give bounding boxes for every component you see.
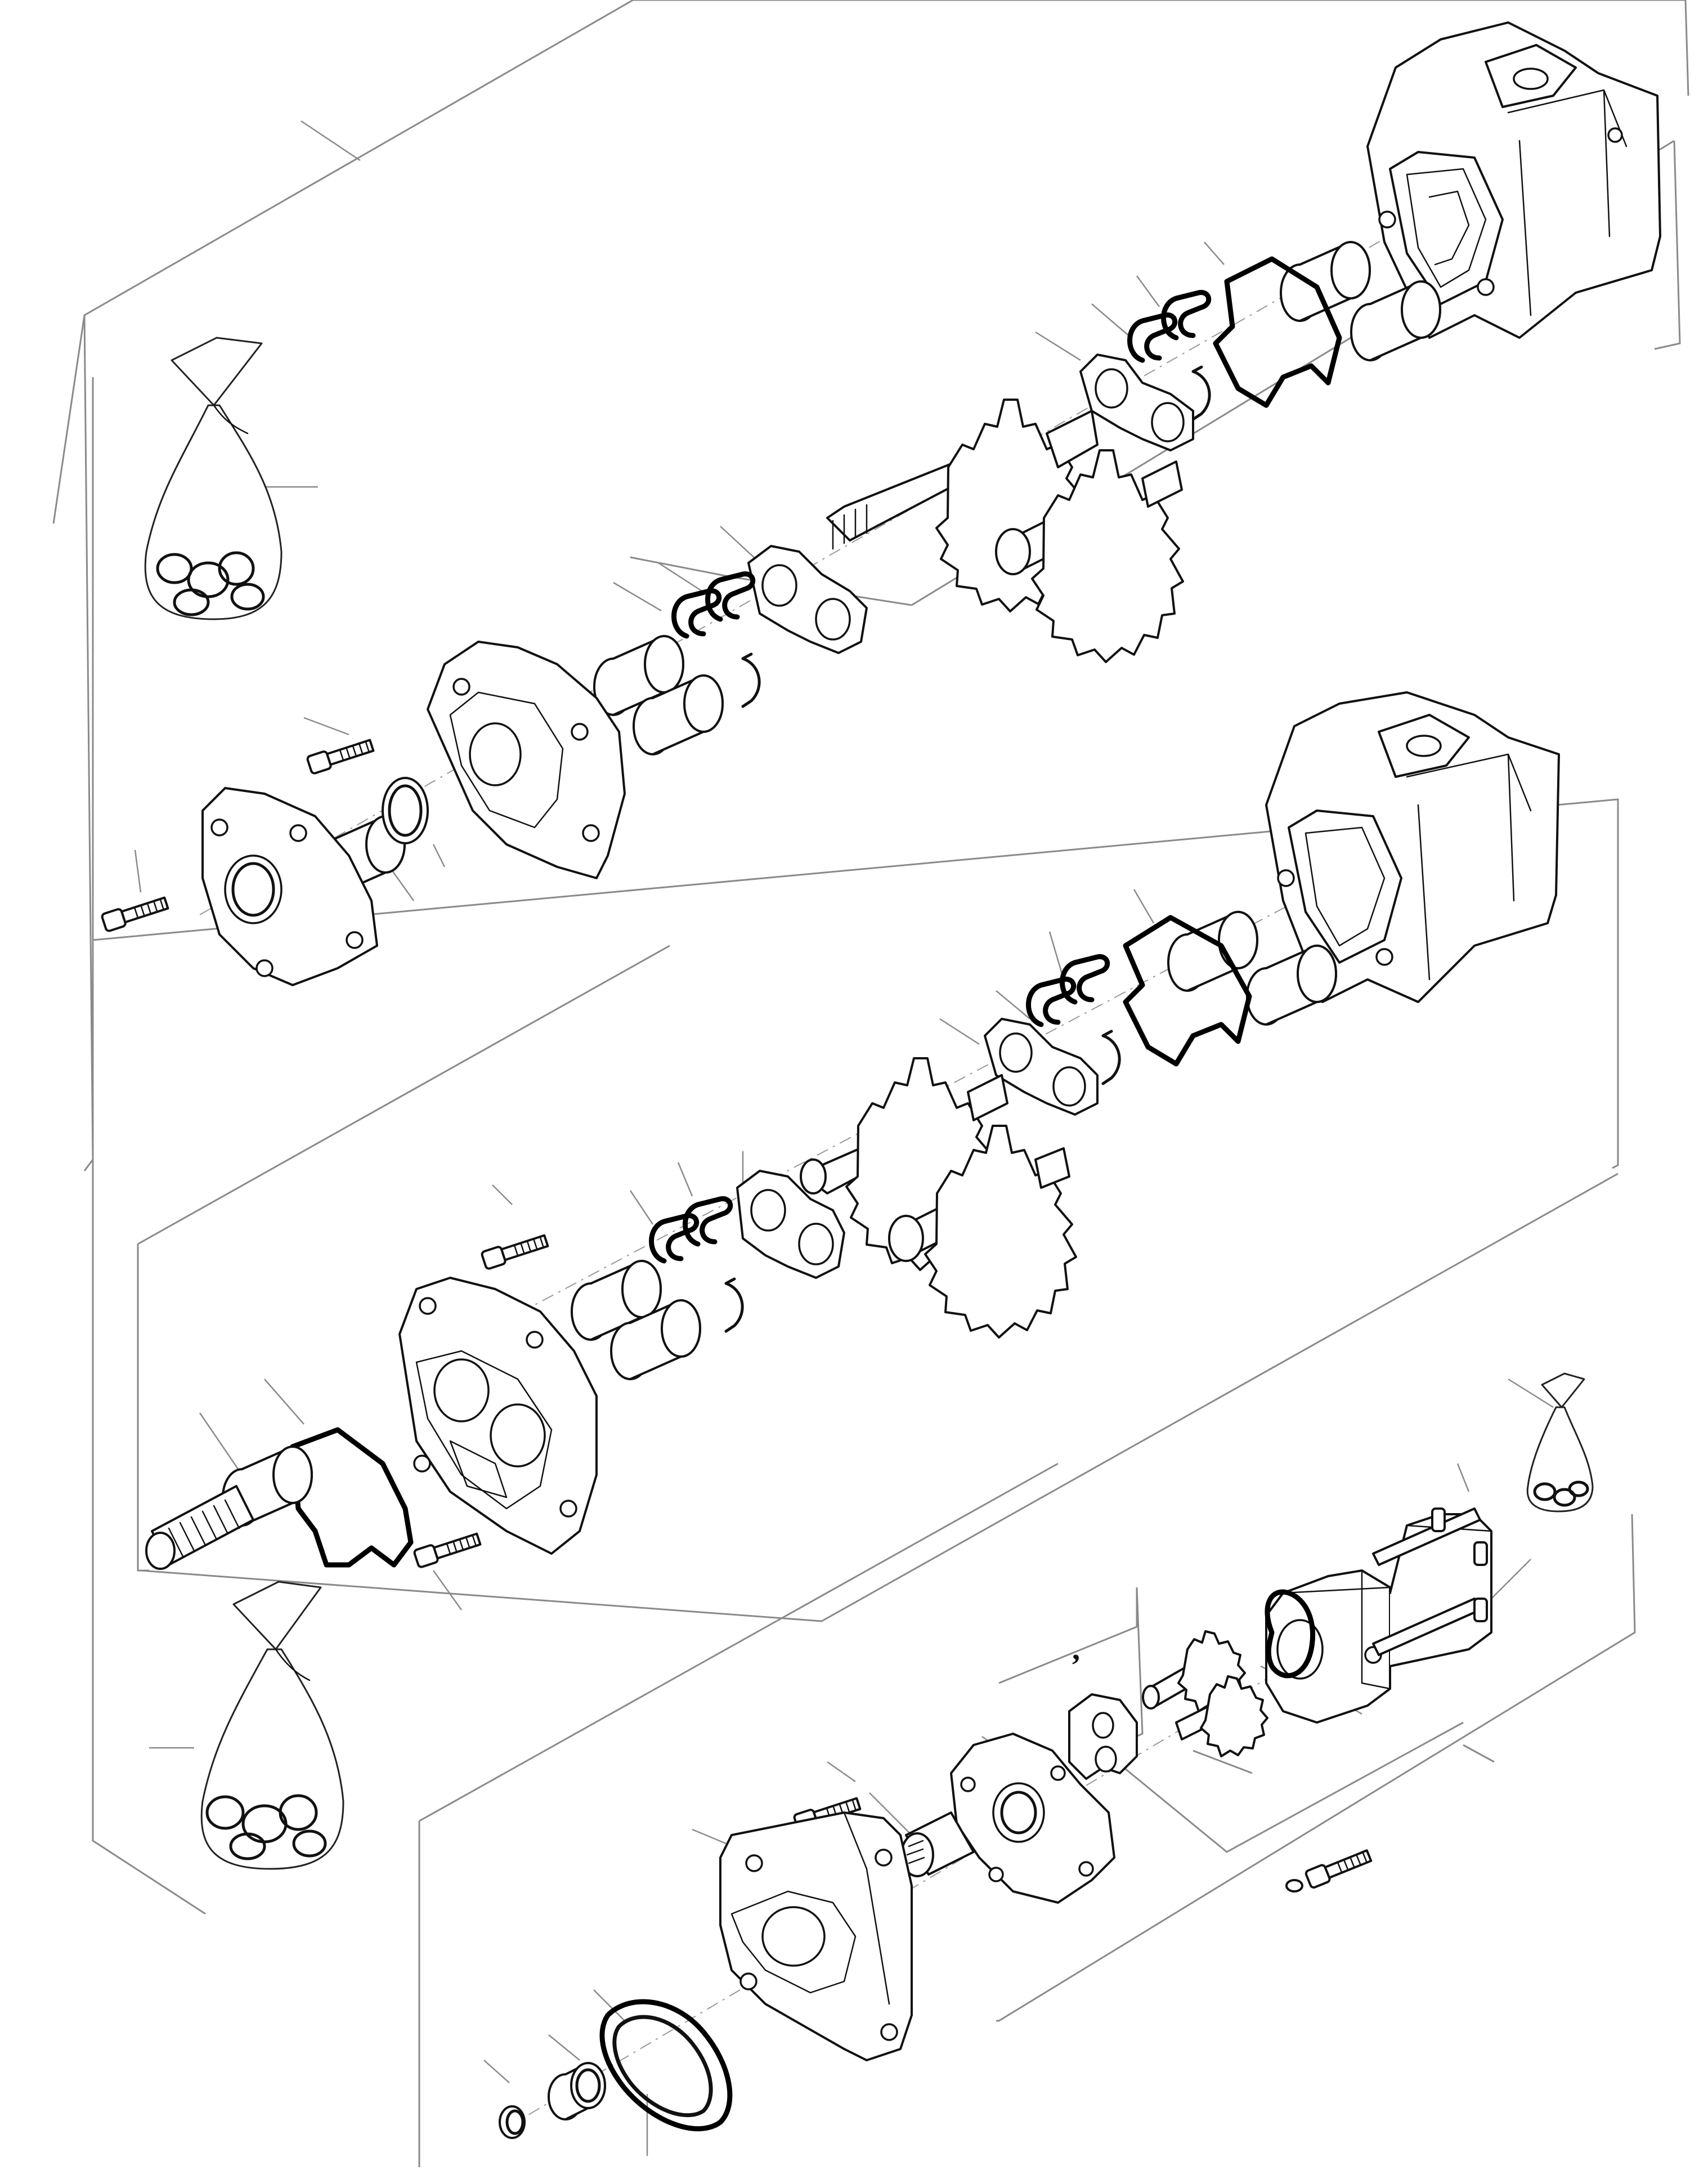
aux-gear-pair xyxy=(1142,1630,1268,1757)
seal-kit-bag-icon xyxy=(144,337,283,620)
bushing-top-rear-lower xyxy=(1350,280,1441,361)
annotation-mark: , xyxy=(1072,1632,1080,1667)
shaft-seal-top xyxy=(382,777,429,844)
adaptor-housing-bottom xyxy=(719,1811,913,2061)
washer-aux xyxy=(1285,1879,1303,1892)
clip-top-rear-3 xyxy=(1193,367,1209,419)
front-cover-middle xyxy=(398,1277,598,1555)
clip-middle-rear-3 xyxy=(1103,1031,1119,1084)
seal-kit-bag-icon xyxy=(1526,1372,1594,1513)
rear-pump-housing-middle xyxy=(1265,691,1560,1003)
clip-top-front-3 xyxy=(743,654,759,706)
drive-gear-shaft-middle xyxy=(800,1057,1008,1271)
bolt-middle-2 xyxy=(413,1529,483,1569)
snap-ring-bottom xyxy=(499,2105,526,2139)
seal-kit-bag-icon xyxy=(200,1581,344,1870)
o-ring-bottom-outer xyxy=(599,1999,733,2132)
o-ring-bottom-inner xyxy=(612,2015,713,2118)
clip-middle-rear-1 xyxy=(1029,979,1074,1024)
clip-middle-front-2 xyxy=(685,1199,730,1244)
wear-plate-middle-rear xyxy=(984,1018,1099,1116)
cover-seal-middle xyxy=(290,1427,414,1568)
clip-top-rear-1 xyxy=(1130,315,1175,360)
mounting-flange-top xyxy=(201,787,378,986)
splined-coupling-middle xyxy=(145,1485,254,1570)
wear-plate-middle-front xyxy=(736,1170,845,1279)
auxiliary-gear-pump xyxy=(1265,1507,1492,1724)
bushing-middle-rear-lower xyxy=(1246,945,1337,1026)
rear-pump-housing-top xyxy=(1366,21,1661,339)
bolt-top-1 xyxy=(306,735,376,776)
aux-wear-plate xyxy=(1068,1693,1138,1780)
bushing-bottom xyxy=(548,2062,606,2120)
bolt-middle-1 xyxy=(480,1231,550,1271)
wear-plate-top-front xyxy=(747,545,868,654)
driven-gear-middle xyxy=(888,1125,1077,1339)
bolt-aux xyxy=(1304,1846,1374,1890)
wear-plate-top-rear xyxy=(1079,354,1194,451)
aux-pump-o-ring xyxy=(1265,1589,1316,1679)
aux-cover-flange xyxy=(950,1733,1115,1904)
clip-middle-front-3 xyxy=(726,1279,742,1331)
housing-seal-top xyxy=(1213,256,1342,408)
front-cover-top xyxy=(427,641,626,879)
drive-gear-shaft-top xyxy=(826,399,1099,612)
housing-seal-middle xyxy=(1123,915,1252,1067)
driven-gear-top xyxy=(995,449,1184,663)
bolt-top-2 xyxy=(100,893,171,933)
clip-top-front-2 xyxy=(708,574,753,619)
